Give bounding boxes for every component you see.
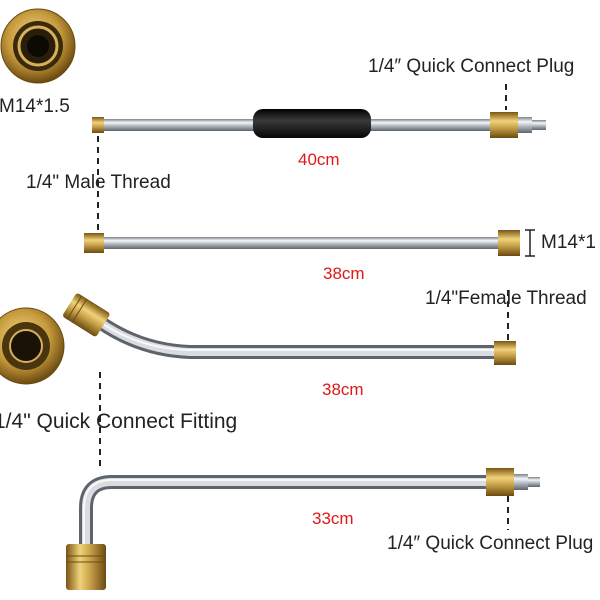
quick-connect-plug — [486, 468, 514, 496]
label-quick-connect-plug-bottom: 1/4″ Quick Connect Plug — [387, 533, 594, 554]
quick-connect-fitting-end-view — [0, 307, 65, 385]
wand-tube — [82, 478, 486, 544]
label-quick-connect-plug-top: 1/4″ Quick Connect Plug — [368, 56, 575, 77]
wand-tube — [104, 237, 498, 249]
length-38cm-b: 38cm — [322, 380, 364, 399]
label-female-thread: 1/4"Female Thread — [425, 288, 587, 309]
female-thread-fitting — [498, 230, 520, 256]
foam-grip — [253, 109, 371, 138]
length-38cm-a: 38cm — [323, 264, 365, 283]
length-40cm: 40cm — [298, 150, 340, 169]
wand-33cm-angled — [66, 468, 540, 590]
female-thread-fitting — [494, 341, 516, 365]
male-thread-fitting — [92, 117, 104, 133]
male-thread-fitting — [84, 233, 104, 253]
m14-dimension-marker — [525, 229, 535, 257]
label-m14-top: M14*1.5 — [0, 96, 70, 117]
wand-38cm-straight — [84, 230, 520, 256]
label-m14-right: M14*1 — [541, 232, 596, 253]
leader-lines — [97, 84, 509, 530]
wand-40cm — [92, 109, 546, 138]
label-quick-connect-fitting: 1/4" Quick Connect Fitting — [0, 410, 238, 433]
m14-fitting-end-view — [0, 8, 76, 84]
wand-38cm-bent — [63, 293, 516, 365]
quick-connect-fitting — [66, 544, 106, 590]
label-male-thread: 1/4" Male Thread — [26, 172, 171, 193]
quick-connect-plug — [490, 112, 518, 138]
quick-connect-fitting — [63, 293, 110, 337]
length-33cm: 33cm — [312, 509, 354, 528]
